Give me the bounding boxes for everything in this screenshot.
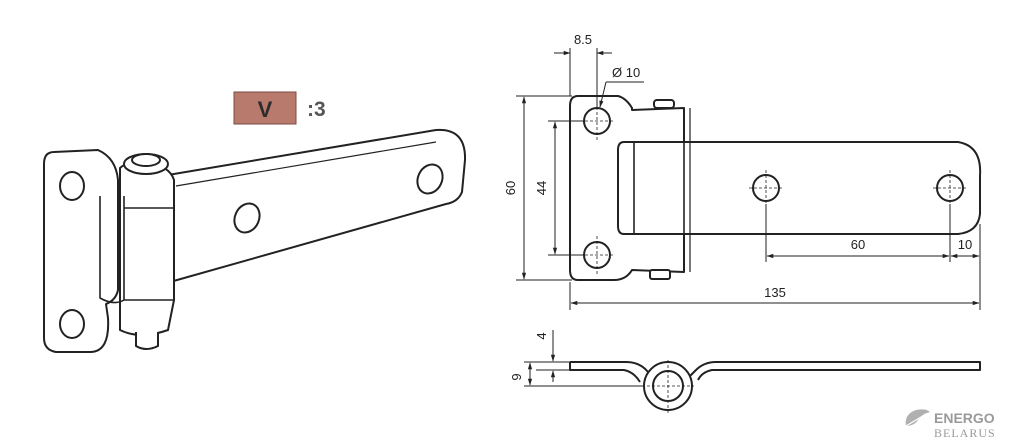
dim-knuckle-height: 9 (509, 373, 524, 380)
leaf-hole-2 (416, 163, 444, 195)
front-view (569, 95, 982, 281)
energo-belarus-logo: ENERGO BELARUS (905, 409, 996, 440)
pin-bottom (135, 332, 159, 350)
scale-ratio: :3 (307, 98, 326, 121)
badge-letter: V (258, 97, 273, 122)
knuckle (119, 161, 175, 336)
scale-badge (233, 91, 297, 125)
isometric-hinge-view (43, 128, 467, 353)
dimension-lines (516, 48, 981, 310)
side-dimension-lines (524, 330, 644, 387)
logo-line2: BELARUS (934, 426, 996, 440)
center-lines (580, 102, 967, 274)
front-leaf (617, 141, 982, 235)
dim-height: 60 (503, 181, 518, 195)
dim-thickness: 4 (534, 332, 549, 339)
dim-hole-spacing-horizontal: 60 (851, 237, 865, 252)
dim-hole-diameter: Ø 10 (612, 65, 640, 80)
dim-end-offset: 10 (958, 237, 972, 252)
dim-hole-offset: 8.5 (574, 32, 592, 47)
long-leaf (149, 128, 467, 291)
dim-total-length: 135 (764, 285, 786, 300)
dim-hole-spacing-vertical: 44 (534, 181, 549, 195)
plate-hole-top (59, 171, 85, 201)
logo-line1: ENERGO (934, 410, 995, 426)
plate-hole-bottom (59, 309, 85, 339)
leaf-hole-1 (233, 202, 261, 234)
